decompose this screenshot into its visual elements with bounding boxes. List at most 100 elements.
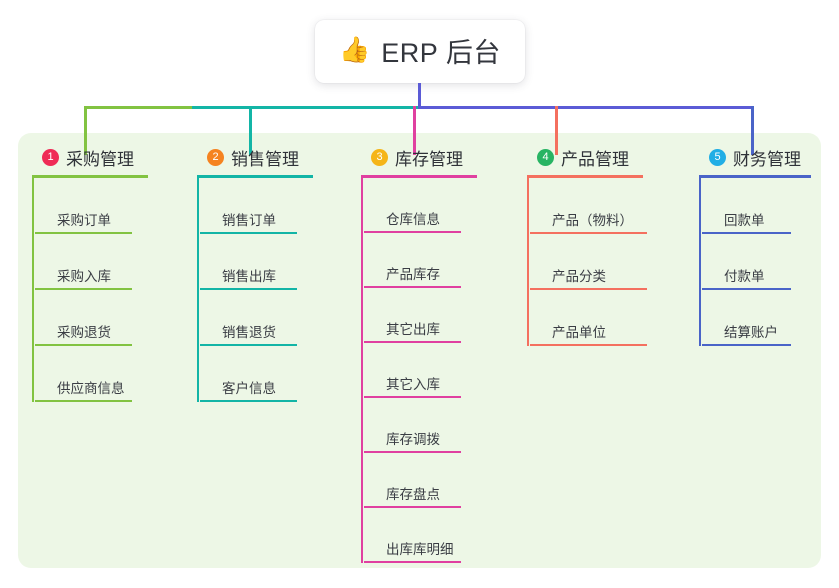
leaf-node[interactable]: 采购订单 xyxy=(35,178,148,234)
root-node-content: 👍 ERP 后台 xyxy=(339,31,501,70)
leaf-label: 产品（物料） xyxy=(552,213,633,228)
leaf-label: 付款单 xyxy=(724,269,765,284)
branch-drop-connector-1 xyxy=(84,106,87,155)
branch-header-2[interactable]: 2 销售管理 xyxy=(197,145,313,169)
branch-header-1[interactable]: 1 采购管理 xyxy=(32,145,148,169)
leaf-node[interactable]: 采购退货 xyxy=(35,290,148,346)
trunk-segment-green xyxy=(84,106,192,109)
thumbs-up-emoji: 👍 xyxy=(339,36,371,64)
branch-column-3: 3 库存管理仓库信息产品库存其它出库其它入库库存调拨库存盘点出库库明细 xyxy=(361,145,477,563)
leaf-underline xyxy=(35,288,132,290)
leaf-underline xyxy=(200,232,297,234)
root-node-card[interactable]: 👍 ERP 后台 xyxy=(315,20,525,83)
branch-number-badge: 2 xyxy=(207,148,224,166)
leaf-node[interactable]: 其它入库 xyxy=(364,343,477,398)
branch-number-badge: 1 xyxy=(42,148,59,166)
leaf-underline xyxy=(35,400,132,402)
leaf-underline xyxy=(530,232,647,234)
leaf-spine-3 xyxy=(361,178,363,563)
leaf-node[interactable]: 采购入库 xyxy=(35,234,148,290)
root-stem-connector xyxy=(418,83,421,107)
diagram-panel xyxy=(18,133,821,568)
branch-column-2: 2 销售管理销售订单销售出库销售退货客户信息 xyxy=(197,145,313,402)
leaf-label: 其它入库 xyxy=(386,377,440,392)
leaf-label: 产品库存 xyxy=(386,267,440,282)
leaf-node[interactable]: 销售订单 xyxy=(200,178,313,234)
leaf-label: 结算账户 xyxy=(724,325,778,340)
branch-label: 采购管理 xyxy=(66,149,134,169)
leaf-node[interactable]: 销售出库 xyxy=(200,234,313,290)
branch-underline-1 xyxy=(32,175,148,178)
branch-number-badge: 5 xyxy=(709,148,726,166)
branch-underline-4 xyxy=(527,175,643,178)
trunk-segment-teal xyxy=(192,106,418,109)
leaf-underline xyxy=(530,288,647,290)
leaf-node[interactable]: 付款单 xyxy=(702,234,811,290)
leaf-underline xyxy=(364,286,461,288)
leaf-list-1: 采购订单采购入库采购退货供应商信息 xyxy=(32,178,148,402)
leaf-label: 采购入库 xyxy=(57,269,111,284)
leaf-label: 其它出库 xyxy=(386,322,440,337)
branch-header-3[interactable]: 3 库存管理 xyxy=(361,145,477,169)
leaf-node[interactable]: 出库库明细 xyxy=(364,508,477,563)
leaf-spine-4 xyxy=(527,178,529,346)
leaf-label: 销售退货 xyxy=(222,325,276,340)
leaf-node[interactable]: 库存调拨 xyxy=(364,398,477,453)
branch-label: 财务管理 xyxy=(733,149,801,169)
leaf-underline xyxy=(702,344,791,346)
leaf-label: 采购订单 xyxy=(57,213,111,228)
leaf-underline xyxy=(364,341,461,343)
leaf-label: 销售出库 xyxy=(222,269,276,284)
leaf-node[interactable]: 回款单 xyxy=(702,178,811,234)
leaf-node[interactable]: 仓库信息 xyxy=(364,178,477,233)
leaf-node[interactable]: 产品分类 xyxy=(530,234,647,290)
trunk-segment-blue xyxy=(418,106,751,109)
leaf-underline xyxy=(702,232,791,234)
leaf-label: 供应商信息 xyxy=(57,381,125,396)
leaf-node[interactable]: 销售退货 xyxy=(200,290,313,346)
leaf-list-4: 产品（物料） 产品分类产品单位 xyxy=(527,178,647,346)
leaf-list-3: 仓库信息产品库存其它出库其它入库库存调拨库存盘点出库库明细 xyxy=(361,178,477,563)
leaf-node[interactable]: 产品单位 xyxy=(530,290,647,346)
leaf-underline xyxy=(530,344,647,346)
leaf-label: 产品单位 xyxy=(552,325,606,340)
leaf-spine-5 xyxy=(699,178,701,346)
leaf-underline xyxy=(35,232,132,234)
leaf-label: 库存盘点 xyxy=(386,487,440,502)
leaf-underline xyxy=(35,344,132,346)
leaf-label: 回款单 xyxy=(724,213,765,228)
leaf-underline xyxy=(200,288,297,290)
leaf-underline xyxy=(200,344,297,346)
leaf-underline xyxy=(364,396,461,398)
leaf-underline xyxy=(364,506,461,508)
leaf-label: 库存调拨 xyxy=(386,432,440,447)
branch-header-5[interactable]: 5 财务管理 xyxy=(699,145,811,169)
leaf-node[interactable]: 供应商信息 xyxy=(35,346,148,402)
branch-underline-5 xyxy=(699,175,811,178)
leaf-node[interactable]: 其它出库 xyxy=(364,288,477,343)
leaf-node[interactable]: 库存盘点 xyxy=(364,453,477,508)
branch-drop-connector-4 xyxy=(555,106,558,155)
leaf-label: 出库库明细 xyxy=(386,542,454,557)
leaf-label: 产品分类 xyxy=(552,269,606,284)
leaf-label: 仓库信息 xyxy=(386,212,440,227)
branch-number-badge: 3 xyxy=(371,148,388,166)
leaf-spine-2 xyxy=(197,178,199,402)
leaf-underline xyxy=(364,561,461,563)
leaf-label: 销售订单 xyxy=(222,213,276,228)
branch-underline-2 xyxy=(197,175,313,178)
branch-label: 库存管理 xyxy=(395,149,463,169)
branch-drop-connector-5 xyxy=(751,106,754,155)
leaf-node[interactable]: 产品（物料） xyxy=(530,178,647,234)
leaf-node[interactable]: 结算账户 xyxy=(702,290,811,346)
leaf-label: 客户信息 xyxy=(222,381,276,396)
leaf-node[interactable]: 产品库存 xyxy=(364,233,477,288)
leaf-node[interactable]: 客户信息 xyxy=(200,346,313,402)
leaf-underline xyxy=(364,451,461,453)
branch-column-1: 1 采购管理采购订单采购入库采购退货供应商信息 xyxy=(32,145,148,402)
branch-label: 销售管理 xyxy=(231,149,299,169)
branch-number-badge: 4 xyxy=(537,148,554,166)
